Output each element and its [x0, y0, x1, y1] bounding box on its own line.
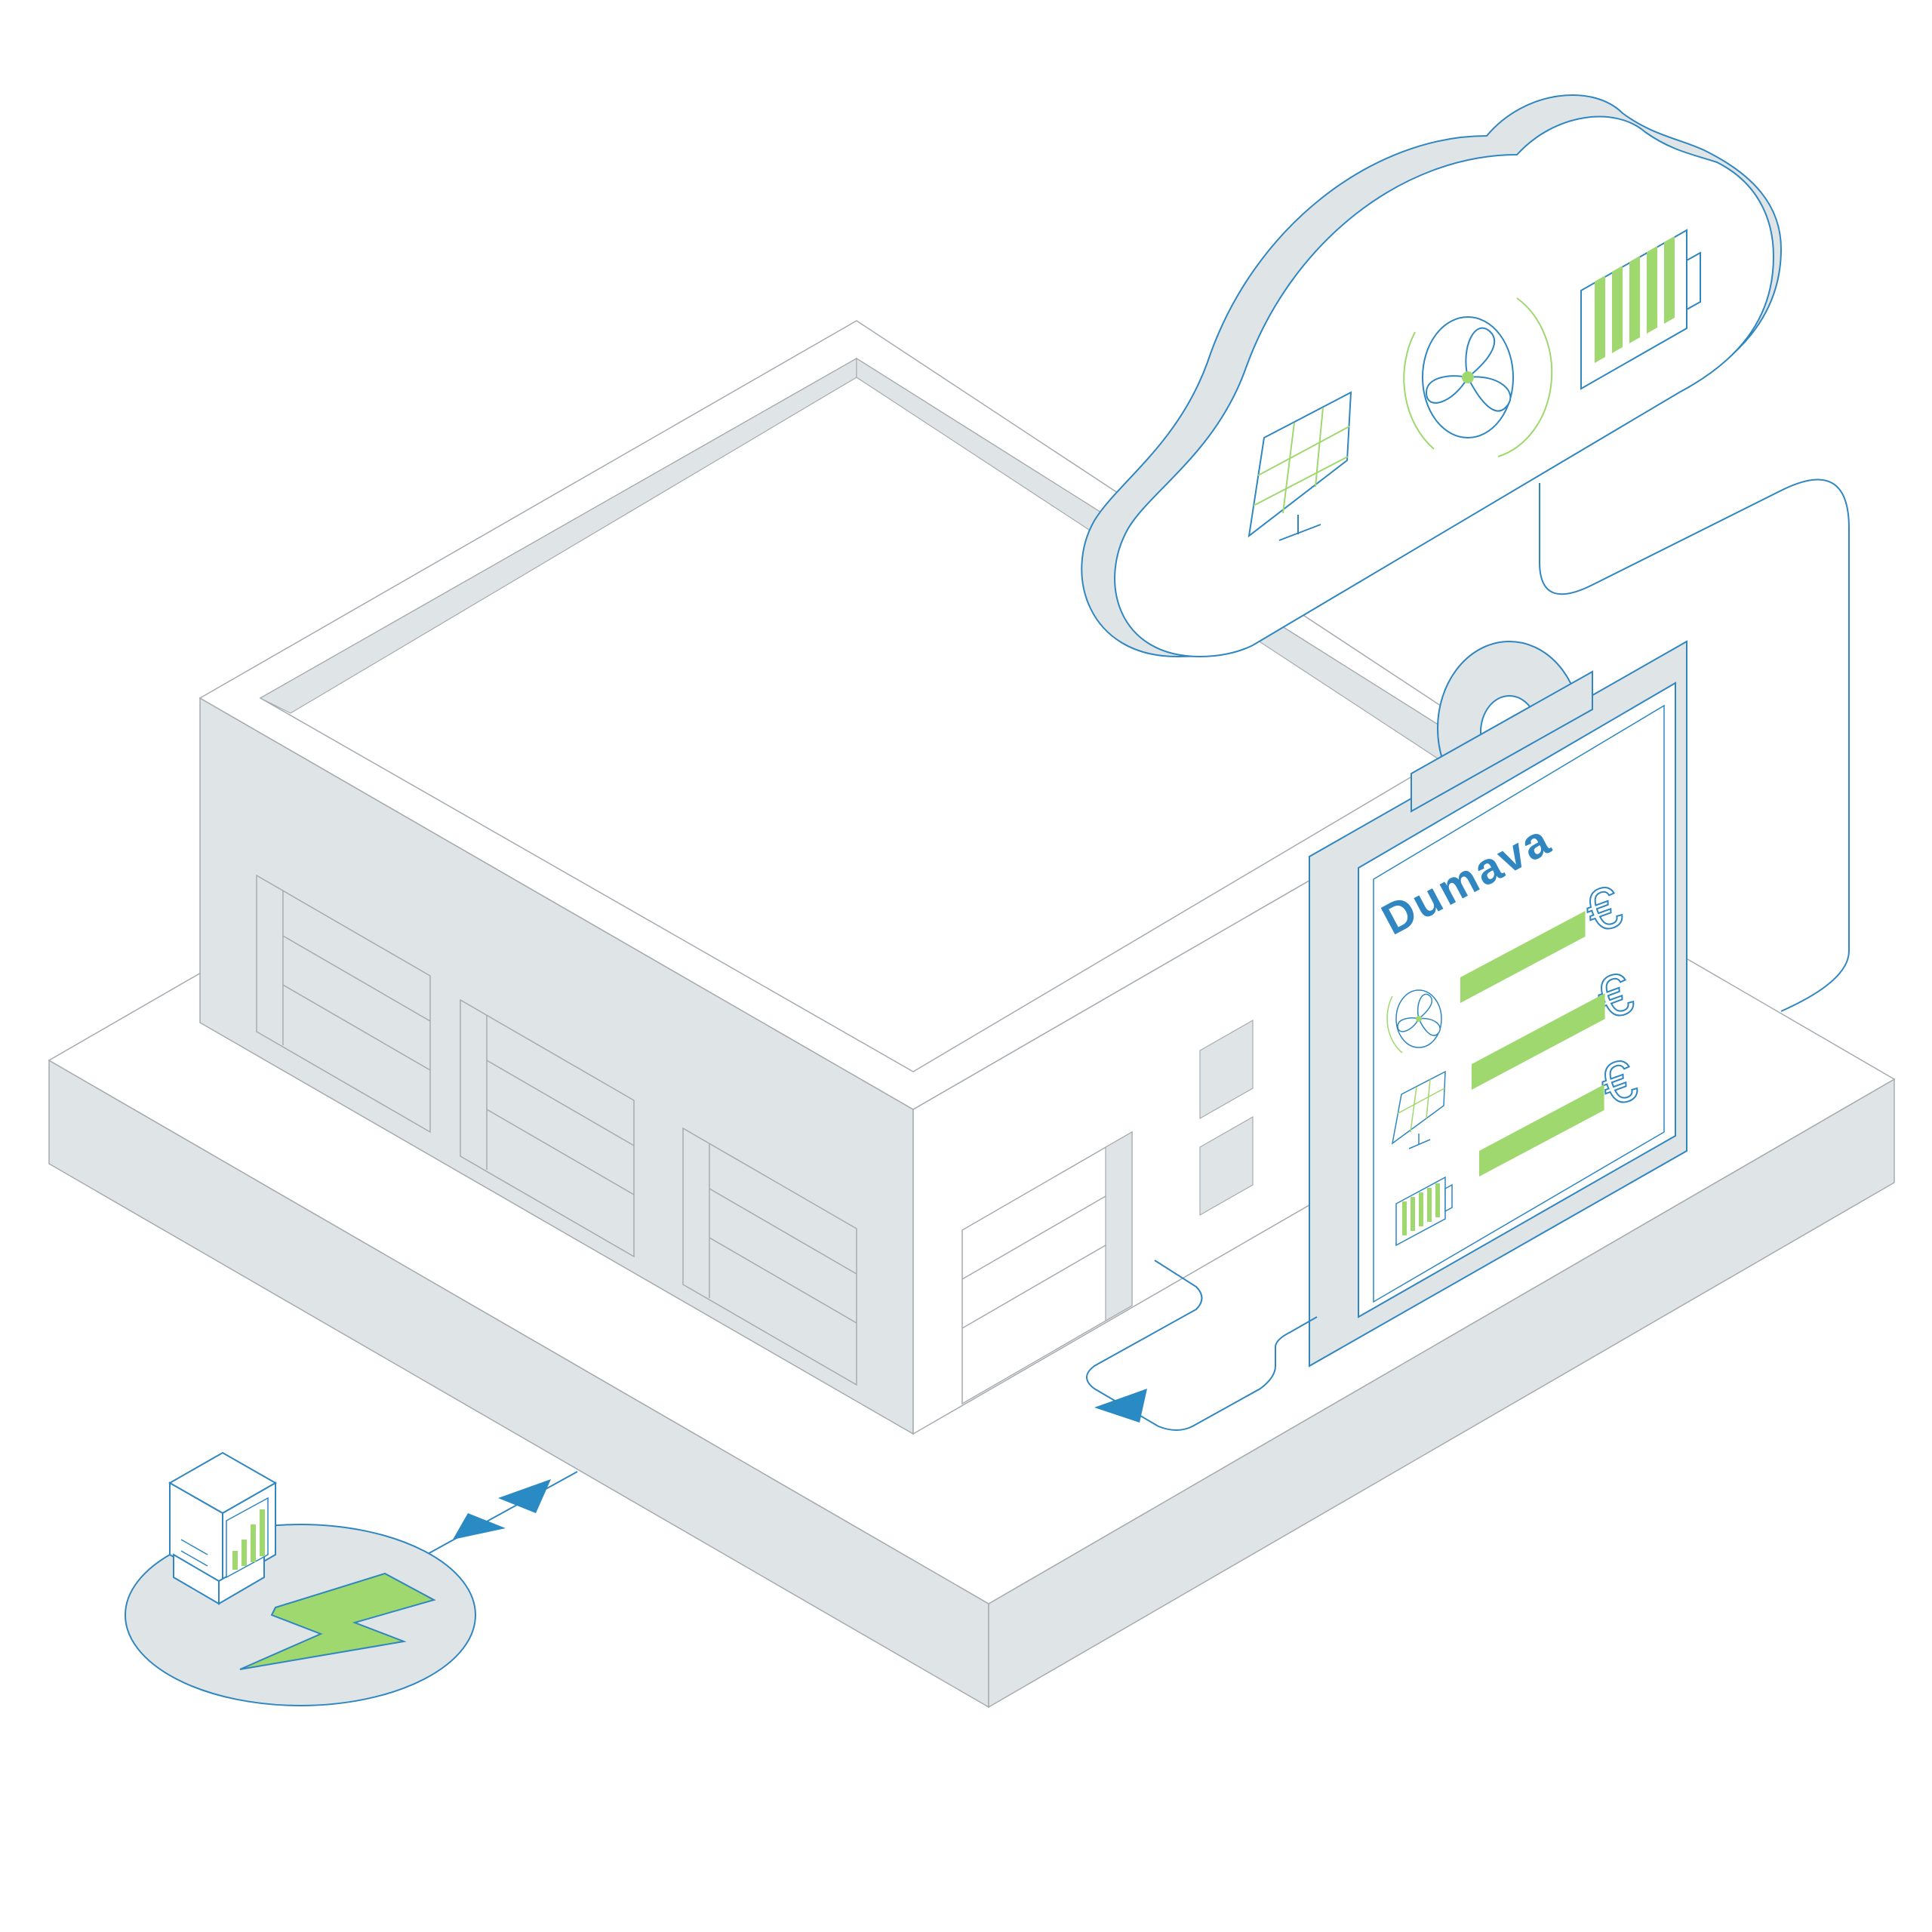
- battery-bar: [1612, 266, 1623, 353]
- level-bar-solar-panel: [1472, 993, 1605, 1090]
- solar-panel-icon: [1247, 391, 1352, 541]
- window-upper: [1199, 1019, 1254, 1120]
- battery-icon: [1580, 229, 1701, 390]
- arrow-into-building: [1094, 1389, 1147, 1423]
- building-power-line: [1086, 1260, 1318, 1431]
- grid-connection: [426, 1471, 578, 1555]
- arrow-to-grid: [453, 1513, 506, 1540]
- battery-bar: [1629, 256, 1640, 343]
- window-lower: [1199, 1115, 1254, 1217]
- fan-icon: [1403, 297, 1553, 457]
- side-door: [961, 1131, 1133, 1405]
- battery-bar: [1664, 236, 1675, 324]
- cloud: [1081, 94, 1783, 658]
- garage-door-2: [460, 998, 635, 1258]
- garage-door-3: [682, 1127, 857, 1386]
- smart-meter: [168, 1451, 278, 1605]
- level-bar-fan: [1460, 910, 1586, 1003]
- lightning-bolt-icon: [239, 1572, 436, 1670]
- solar-panel-icon: [1391, 1070, 1446, 1149]
- battery-level-bars: [1595, 236, 1675, 363]
- panel-level-bars: [1460, 910, 1605, 1177]
- fan-icon: [1386, 989, 1442, 1054]
- dashboard-panel: Dumava € € €: [1309, 640, 1687, 1367]
- garage-door-1: [256, 874, 431, 1134]
- arrow-to-building: [498, 1479, 551, 1513]
- level-bar-battery: [1479, 1084, 1604, 1177]
- battery-bar: [1595, 275, 1605, 363]
- cloud-connection-line: [1539, 478, 1850, 1012]
- battery-icon: [1395, 1176, 1453, 1247]
- battery-bar: [1647, 246, 1657, 334]
- bar-chart-icon: [226, 1497, 269, 1579]
